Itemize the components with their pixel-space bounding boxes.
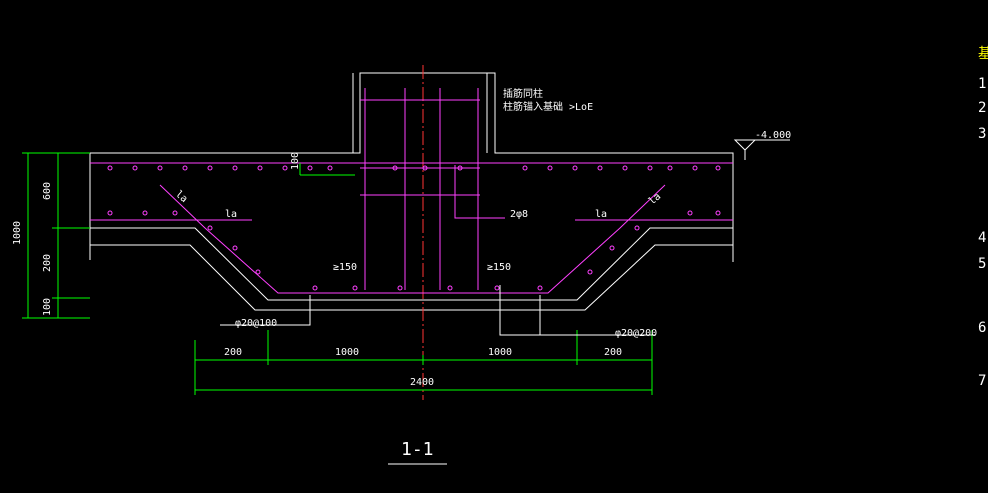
right-note-6: 6 (978, 320, 986, 336)
dim-left-lower: 100 (42, 298, 53, 316)
right-note-1: 1 (978, 76, 986, 92)
bar-bottom-left-label: φ20@100 (235, 318, 277, 329)
column-note-1: 插筋同柱 (503, 87, 543, 100)
rebar-group (90, 88, 733, 294)
right-notes-title: 基 (978, 45, 988, 62)
elevation-label: -4.000 (755, 130, 791, 141)
dim-bottom-4: 200 (604, 347, 622, 358)
la-right-label: la (595, 209, 607, 220)
leader-lines (220, 139, 790, 336)
concrete-outline (89, 72, 734, 311)
dim-bottom-3: 1000 (488, 347, 512, 358)
dim-bottom-2: 1000 (335, 347, 359, 358)
dim-100-top-label: 100 (290, 152, 301, 170)
la-left-label: la (225, 209, 237, 220)
dim-bottom-1: 200 (224, 347, 242, 358)
la-slope-left-label: la (173, 189, 189, 205)
right-note-5: 5 (978, 256, 986, 272)
dim-total: 2400 (410, 377, 434, 388)
bar-bottom-right-label: φ20@200 (615, 328, 657, 339)
rebar-dots (107, 165, 721, 291)
stirrup-label: 2φ8 (510, 209, 528, 220)
dim-left-total: 1000 (12, 221, 23, 245)
dim-left-upper: 600 (42, 182, 53, 200)
ge150-right-label: ≥150 (487, 262, 511, 273)
section-title: 1-1 (401, 439, 434, 460)
right-note-7: 7 (978, 373, 986, 389)
column-note-2: 柱筋锚入基础 >LoE (503, 100, 593, 113)
right-note-2: 2 (978, 100, 986, 116)
right-note-4: 4 (978, 230, 986, 246)
right-note-3: 3 (978, 126, 986, 142)
ge150-left-label: ≥150 (333, 262, 357, 273)
dim-left-middle: 200 (42, 254, 53, 272)
la-slope-right-label: la (647, 191, 663, 207)
dimension-lines (22, 152, 653, 395)
